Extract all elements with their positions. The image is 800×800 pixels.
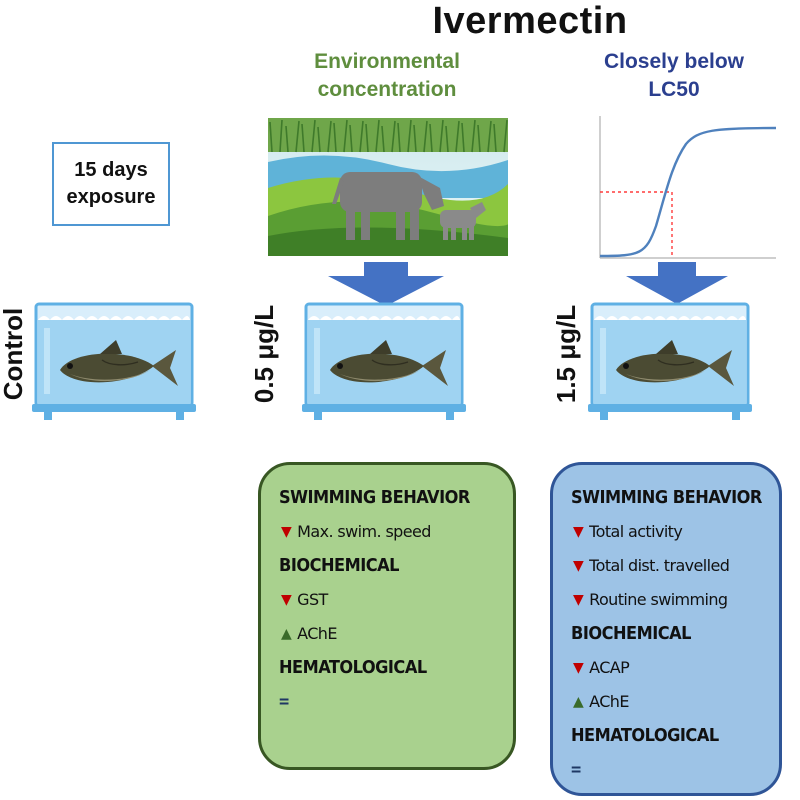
no-change-indicator: = bbox=[571, 753, 761, 787]
heading-line: LC50 bbox=[648, 78, 700, 101]
sigmoid-curve bbox=[599, 126, 777, 258]
result-heading-text: BIOCHEMICAL bbox=[279, 555, 400, 576]
decrease-result-item: ▼ Total dist. travelled bbox=[571, 549, 761, 583]
low-dose-fish-tank bbox=[302, 302, 466, 420]
equal-sign: = bbox=[571, 760, 582, 780]
exposure-line: 15 days bbox=[74, 159, 148, 181]
decrease-triangle-icon: ▼ bbox=[573, 524, 584, 540]
pasture-cattle-illustration bbox=[268, 118, 508, 256]
arrow-down-lc50 bbox=[626, 262, 728, 304]
lc50-results-box: SWIMMING BEHAVIOR ▼ Total activity ▼ Total d… bbox=[550, 462, 782, 796]
control-fish-tank bbox=[32, 302, 196, 420]
result-item-text: AChE bbox=[589, 692, 629, 711]
result-item-text: Routine swimming bbox=[589, 590, 728, 609]
result-item-text: Total dist. travelled bbox=[589, 556, 730, 575]
result-heading-text: HEMATOLOGICAL bbox=[571, 725, 719, 746]
heading-line: Environmental bbox=[314, 50, 460, 73]
decrease-result-item: ▼ Total activity bbox=[571, 515, 761, 549]
low-concentration-label: 0.5 μg/L bbox=[249, 304, 279, 404]
lc50-dose-response-curve bbox=[599, 116, 777, 259]
decrease-triangle-icon: ▼ bbox=[573, 592, 584, 608]
result-heading-text: BIOCHEMICAL bbox=[571, 623, 692, 644]
increase-result-item: ▲ AChE bbox=[279, 617, 495, 651]
result-heading-text: HEMATOLOGICAL bbox=[279, 657, 427, 678]
decrease-triangle-icon: ▼ bbox=[281, 592, 292, 608]
high-concentration-label: 1.5 μg/L bbox=[551, 304, 581, 404]
equal-sign: = bbox=[279, 692, 290, 712]
increase-triangle-icon: ▲ bbox=[281, 626, 292, 642]
result-section-heading: SWIMMING BEHAVIOR bbox=[279, 481, 495, 515]
heading-line: Closely below bbox=[603, 50, 745, 73]
increase-result-item: ▲ AChE bbox=[571, 685, 761, 719]
result-heading-text: SWIMMING BEHAVIOR bbox=[571, 487, 762, 508]
heading-line: concentration bbox=[317, 78, 457, 101]
result-section-heading: HEMATOLOGICAL bbox=[279, 651, 495, 685]
decrease-triangle-icon: ▼ bbox=[281, 524, 292, 540]
exposure-duration-box: 15 days exposure bbox=[52, 142, 170, 226]
decrease-triangle-icon: ▼ bbox=[573, 660, 584, 676]
result-item-text: GST bbox=[297, 590, 328, 609]
control-label: Control bbox=[0, 307, 28, 401]
no-change-indicator: = bbox=[279, 685, 495, 719]
arrow-down-environmental bbox=[328, 262, 444, 306]
result-heading-text: SWIMMING BEHAVIOR bbox=[279, 487, 470, 508]
diagram-title: Ivermectin bbox=[432, 0, 628, 42]
result-section-heading: HEMATOLOGICAL bbox=[571, 719, 761, 753]
decrease-result-item: ▼ ACAP bbox=[571, 651, 761, 685]
decrease-result-item: ▼ Routine swimming bbox=[571, 583, 761, 617]
result-item-text: AChE bbox=[297, 624, 337, 643]
result-item-text: Max. swim. speed bbox=[297, 522, 431, 541]
decrease-triangle-icon: ▼ bbox=[573, 558, 584, 574]
exposure-line: exposure bbox=[66, 186, 156, 208]
increase-triangle-icon: ▲ bbox=[573, 694, 584, 710]
result-section-heading: BIOCHEMICAL bbox=[279, 549, 495, 583]
result-item-text: Total activity bbox=[589, 522, 683, 541]
result-section-heading: SWIMMING BEHAVIOR bbox=[571, 481, 762, 515]
decrease-result-item: ▼ Max. swim. speed bbox=[279, 515, 495, 549]
result-section-heading: BIOCHEMICAL bbox=[571, 617, 761, 651]
decrease-result-item: ▼ GST bbox=[279, 583, 495, 617]
lc50-heading: Closely below LC50 bbox=[574, 48, 774, 104]
result-item-text: ACAP bbox=[589, 658, 630, 677]
high-dose-fish-tank bbox=[588, 302, 752, 420]
environmental-concentration-heading: Environmental concentration bbox=[262, 48, 512, 104]
